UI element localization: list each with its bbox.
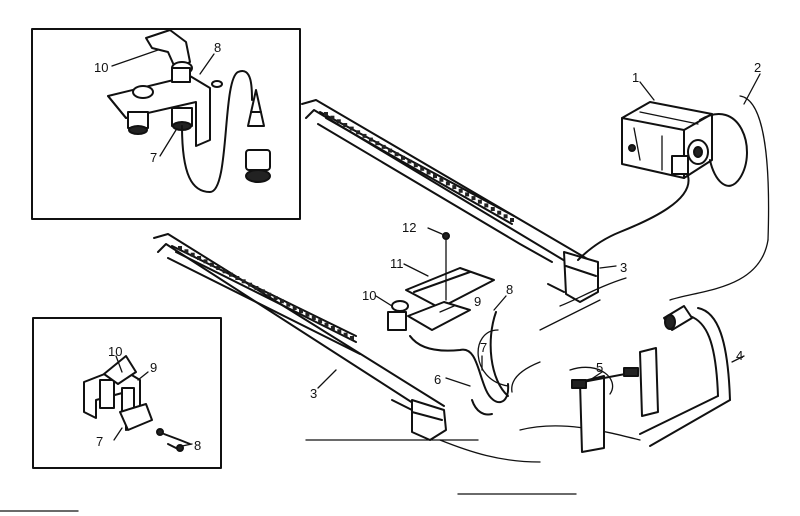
burner-port [241, 279, 246, 284]
burner-port [510, 218, 514, 222]
callout-6: 6 [434, 372, 441, 387]
callout-2: 2 [754, 60, 761, 75]
callout-12: 12 [402, 220, 416, 235]
pilot-assembly: 12 11 10 9 8 7 6 [362, 220, 513, 416]
burner-port [381, 144, 386, 149]
burner-port [401, 155, 405, 160]
burner-port [490, 207, 495, 211]
burner-port [209, 262, 214, 267]
callout-5: 5 [596, 360, 603, 375]
burner-port [420, 166, 425, 171]
burner-port [394, 152, 399, 157]
lower-burner: 3 [153, 233, 447, 441]
burner-port [388, 148, 393, 153]
burner-port [279, 299, 284, 304]
burner-port [330, 326, 335, 330]
burner-port [184, 249, 189, 254]
callout-7: 7 [150, 150, 157, 165]
callout-1: 1 [632, 70, 639, 85]
burner-port [286, 302, 291, 307]
burner-port [292, 306, 297, 310]
burner-port [439, 177, 444, 182]
burner-port [337, 329, 342, 334]
burner-port [349, 126, 354, 131]
burner-port [260, 289, 265, 294]
burner-port [413, 163, 418, 168]
burner-port [426, 170, 431, 175]
upper-burner: 3 [301, 99, 627, 303]
burner-port [465, 192, 470, 197]
burner-port [235, 276, 240, 280]
burner-port [484, 203, 489, 208]
burner-port [350, 336, 354, 340]
callout-9: 9 [150, 360, 157, 375]
bracket-inset: 10 9 7 8 [32, 317, 222, 469]
burner-port [299, 309, 303, 314]
orifice-fitting: 5 [571, 360, 639, 453]
burner-port [452, 185, 457, 190]
burner-port [216, 266, 221, 270]
burner-port [343, 123, 348, 127]
upper-burner-ports [324, 112, 514, 222]
callout-10: 10 [108, 344, 122, 359]
burner-port [497, 210, 502, 215]
burner-port [375, 141, 380, 146]
burner-port [368, 137, 373, 142]
callout-7: 7 [96, 434, 103, 449]
burner-port [222, 269, 227, 274]
gas-valve: 1 [621, 70, 713, 179]
burner-port [330, 115, 335, 120]
burner-port [356, 130, 361, 135]
burner-port [273, 296, 278, 300]
burner-port [433, 174, 437, 179]
burner-port [311, 316, 316, 320]
burner-port [178, 246, 182, 250]
burner-port [503, 214, 508, 219]
callout-9: 9 [474, 294, 481, 309]
callout-8: 8 [214, 40, 221, 55]
burner-port [343, 332, 348, 337]
burner-port [318, 319, 323, 324]
callout-3: 3 [310, 386, 317, 401]
burner-outline [0, 95, 770, 512]
callout-10: 10 [94, 60, 108, 75]
burner-port [267, 292, 272, 297]
callout-8: 8 [506, 282, 513, 297]
callout-7: 7 [480, 340, 487, 355]
burner-port [471, 196, 476, 201]
callout-11: 11 [390, 256, 404, 271]
burner-port [445, 181, 450, 186]
lower-burner-ports [178, 246, 354, 340]
burner-port [407, 159, 412, 164]
burner-port [197, 256, 202, 260]
burner-port [324, 112, 328, 116]
burner-port [362, 133, 367, 138]
burner-port [248, 282, 253, 287]
burner-port [229, 272, 233, 277]
burner-port [190, 252, 195, 257]
callout-3: 3 [620, 260, 627, 275]
burner-port [458, 188, 463, 193]
callout-8: 8 [194, 438, 201, 453]
pilot-assembly-inset: 10 8 7 [31, 28, 301, 220]
burner-port [324, 322, 329, 327]
callout-10: 10 [362, 288, 376, 303]
burner-port [254, 286, 259, 290]
crossover-tube: 4 [639, 305, 745, 447]
burner-port [336, 119, 341, 124]
burner-port [203, 259, 208, 264]
burner-port [477, 199, 482, 204]
callout-4: 4 [736, 348, 743, 363]
burner-port [305, 312, 310, 317]
